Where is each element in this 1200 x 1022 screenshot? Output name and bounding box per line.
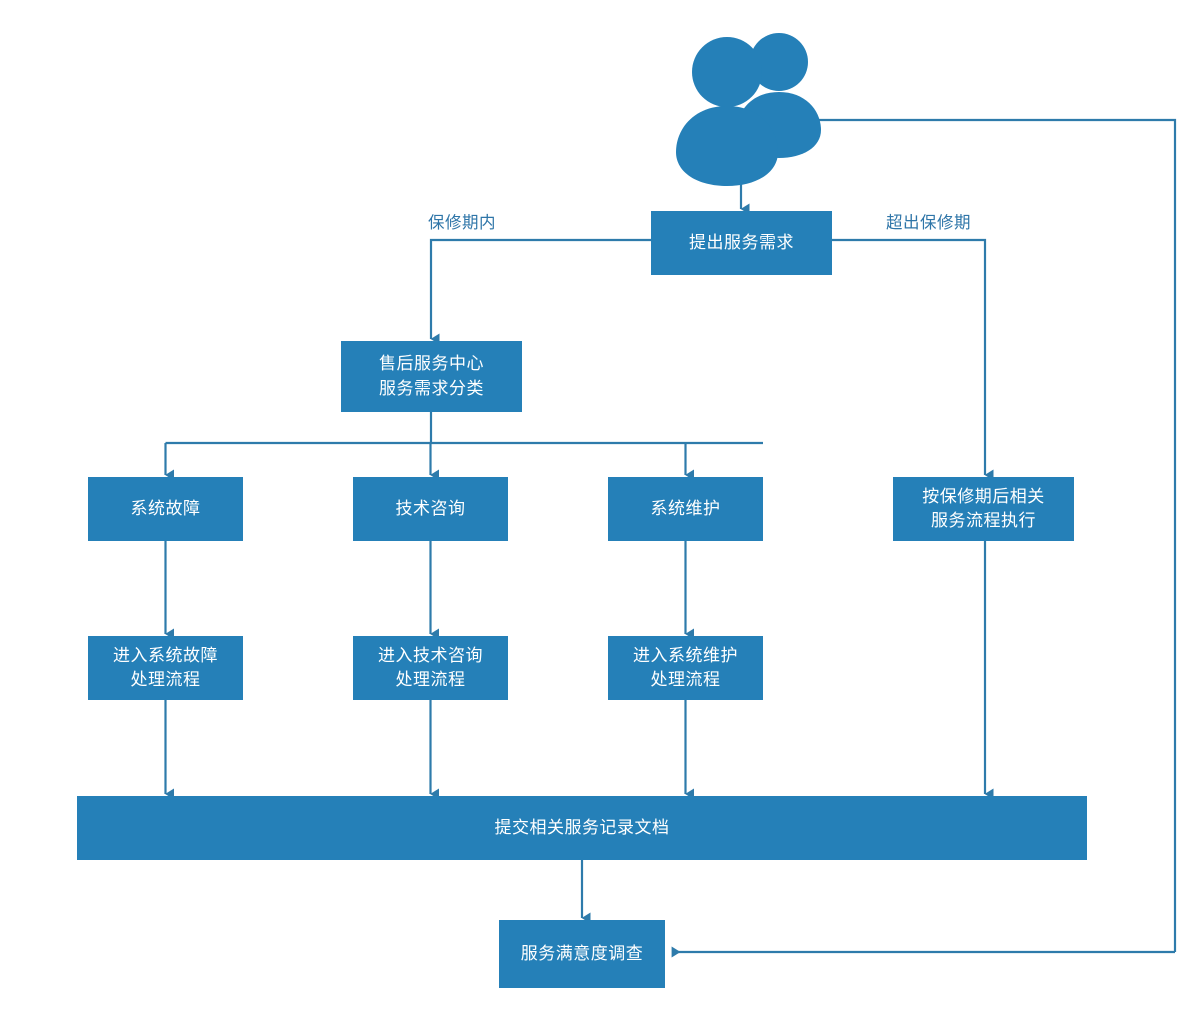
node-fault-process-label: 进入系统故障 处理流程 [113,645,218,689]
edge-request-to-postwarranty [832,238,994,481]
node-submit-document[interactable]: 提交相关服务记录文档 [77,796,1087,860]
node-system-maintain-label: 系统维护 [650,498,721,518]
node-classify[interactable]: 售后服务中心 服务需求分类 [341,341,522,412]
node-satisfaction-survey-label: 服务满意度调查 [520,943,644,963]
node-satisfaction-survey[interactable]: 服务满意度调查 [499,920,665,988]
edge-return-to-people [799,114,1177,952]
node-classify-label: 售后服务中心 服务需求分类 [379,354,484,398]
edge-request-to-classify [429,238,651,345]
node-request[interactable]: 提出服务需求 [651,211,832,275]
people-icon [676,33,821,186]
node-submit-document-label: 提交相关服务记录文档 [494,817,670,837]
edge-label-out-warranty: 超出保修期 [886,214,971,232]
node-fault-process[interactable]: 进入系统故障 处理流程 [88,636,243,700]
node-request-label: 提出服务需求 [689,232,794,252]
node-maintain-process-label: 进入系统维护 处理流程 [633,645,738,689]
node-tech-consult-label: 技术咨询 [395,498,466,518]
node-consult-process-label: 进入技术咨询 处理流程 [378,645,483,689]
node-system-maintain[interactable]: 系统维护 [608,477,763,541]
node-system-fault-label: 系统故障 [130,498,201,518]
edge-label-in-warranty: 保修期内 [428,214,496,232]
node-post-warranty-label: 按保修期后相关 服务流程执行 [922,486,1045,530]
node-system-fault[interactable]: 系统故障 [88,477,243,541]
node-tech-consult[interactable]: 技术咨询 [353,477,508,541]
node-post-warranty[interactable]: 按保修期后相关 服务流程执行 [893,477,1074,541]
node-maintain-process[interactable]: 进入系统维护 处理流程 [608,636,763,700]
node-consult-process[interactable]: 进入技术咨询 处理流程 [353,636,508,700]
